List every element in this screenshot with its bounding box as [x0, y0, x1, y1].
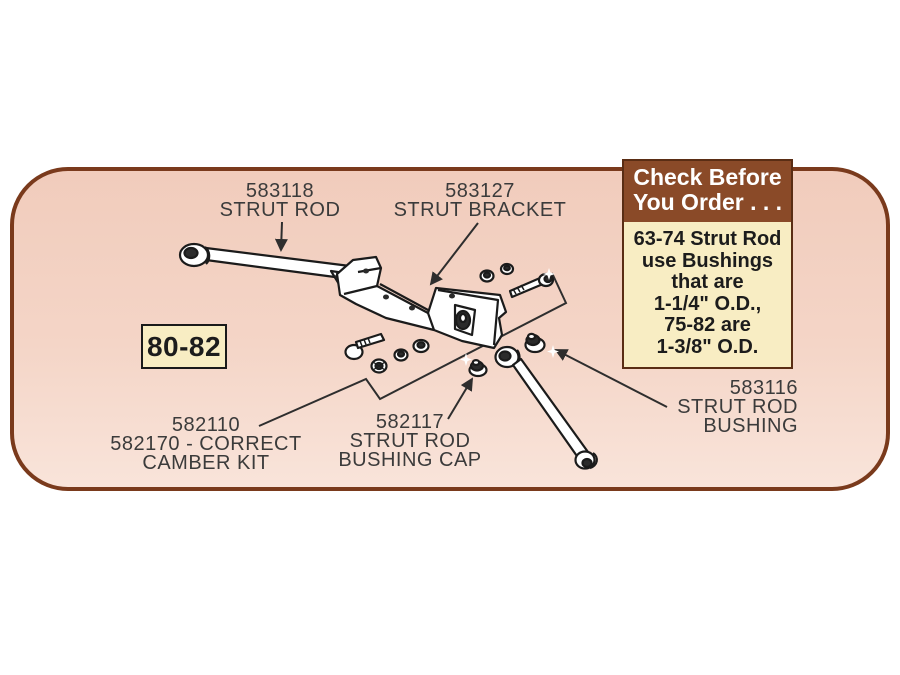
strut-bracket-drawing	[335, 255, 508, 350]
label-strut-bracket: 583127 STRUT BRACKET	[393, 180, 567, 221]
leader-arrow-bushing-cap	[447, 377, 474, 420]
leader-line-camber-kit	[258, 272, 568, 427]
callout-body-text: 63-74 Strut Rod use Bushings that are 1-…	[633, 228, 782, 358]
upper-strut-rod-drawing	[178, 242, 362, 293]
label-camber-kit: 582110 582170 - CORRECT CAMBER KIT	[110, 414, 302, 474]
check-before-you-order-callout: Check Before You Order . . . 63-74 Strut…	[622, 159, 793, 369]
label-strut-rod-bushing: 583116 STRUT ROD BUSHING	[677, 377, 798, 437]
label-strut-rod: 583118 STRUT ROD	[219, 180, 341, 221]
leader-arrow-bushing	[554, 349, 668, 408]
label-strut-rod-bushing-cap: 582117 STRUT ROD BUSHING CAP	[338, 411, 482, 471]
leader-arrow-strut-rod	[274, 221, 288, 252]
callout-header: Check Before You Order . . .	[624, 161, 791, 222]
years-badge: 80-82	[141, 324, 227, 369]
lower-strut-rod-drawing	[494, 345, 598, 470]
leader-arrow-strut-bracket	[429, 222, 479, 286]
sparkle-highlights	[460, 268, 559, 366]
hardware-parts-drawing	[344, 262, 555, 378]
